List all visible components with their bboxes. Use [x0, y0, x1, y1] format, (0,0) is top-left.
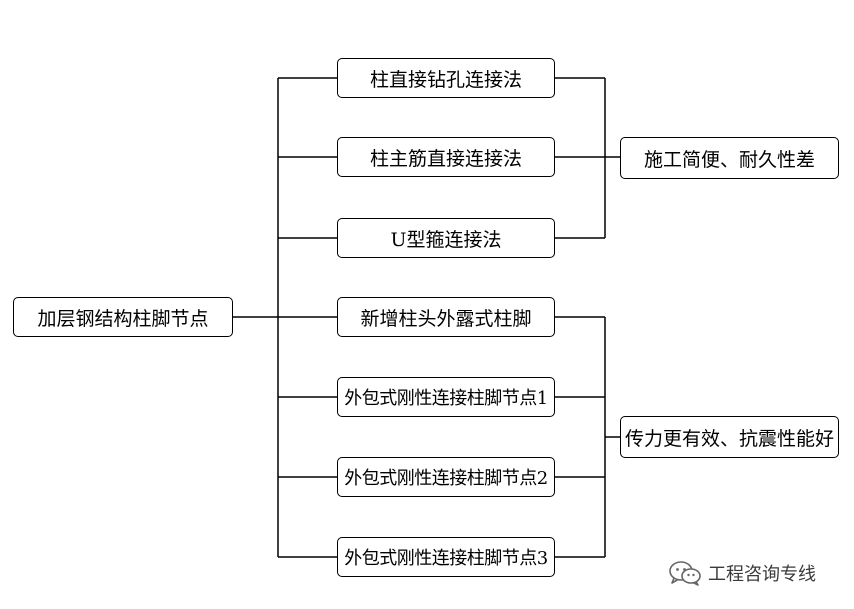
method-node-2: 柱主筋直接连接法 — [337, 137, 555, 177]
conclusion-label: 施工简便、耐久性差 — [643, 148, 815, 171]
conclusion-label: 传力更有效、抗震性能好 — [624, 427, 834, 450]
method-node-6: 外包式刚性连接柱脚节点2 — [337, 457, 555, 497]
method-node-7: 外包式刚性连接柱脚节点3 — [337, 537, 555, 577]
method-label: 柱直接钻孔连接法 — [369, 68, 522, 91]
method-label: 新增柱头外露式柱脚 — [360, 307, 532, 330]
method-node-5: 外包式刚性连接柱脚节点1 — [337, 377, 555, 417]
conclusion-node-b: 传力更有效、抗震性能好 — [620, 416, 839, 458]
root-label: 加层钢结构柱脚节点 — [37, 307, 209, 330]
wechat-icon — [669, 561, 701, 586]
method-node-4: 新增柱头外露式柱脚 — [337, 297, 555, 337]
method-label: 柱主筋直接连接法 — [369, 147, 522, 170]
method-node-1: 柱直接钻孔连接法 — [337, 58, 555, 98]
method-label: 外包式刚性连接柱脚节点2 — [344, 468, 548, 489]
root-node: 加层钢结构柱脚节点 — [13, 297, 233, 337]
method-node-3: U型箍连接法 — [337, 218, 555, 258]
watermark: 工程咨询专线 — [668, 558, 816, 588]
method-label: 外包式刚性连接柱脚节点3 — [344, 548, 548, 569]
watermark-text: 工程咨询专线 — [708, 564, 816, 585]
conclusion-node-a: 施工简便、耐久性差 — [620, 137, 839, 179]
method-label: 外包式刚性连接柱脚节点1 — [344, 388, 548, 409]
method-label: U型箍连接法 — [390, 228, 502, 251]
